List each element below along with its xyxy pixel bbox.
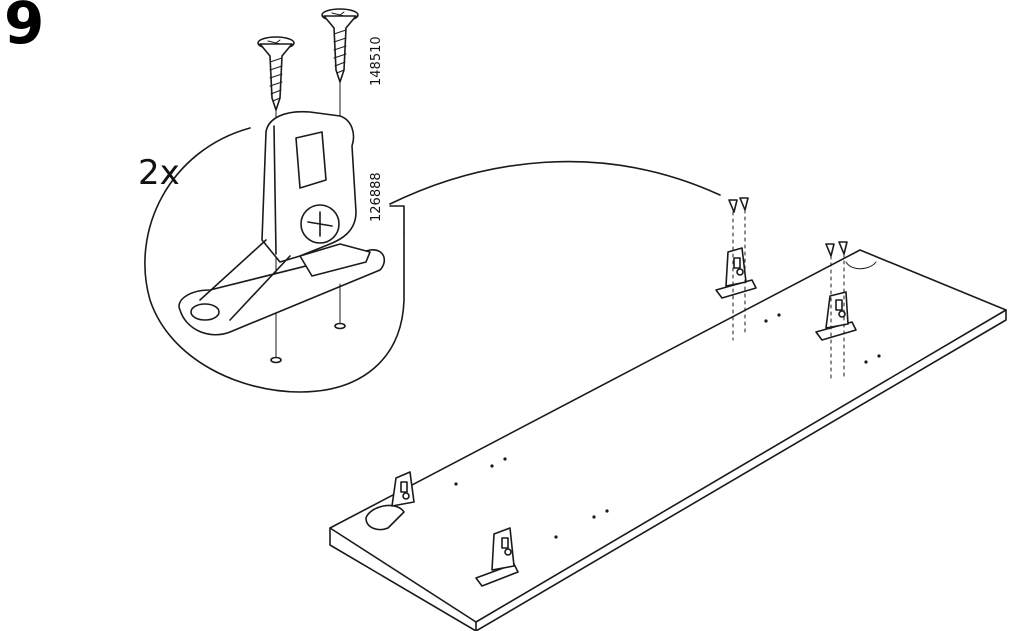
shelf-panel (329, 249, 1007, 631)
large-screw-right (321, 8, 359, 131)
quantity-label: 2x (138, 153, 180, 193)
small-bracket-back-left (715, 247, 757, 299)
bracket-part-code: 126888 (369, 172, 384, 222)
small-screws-back-left (728, 197, 749, 341)
pilot-hole (270, 356, 282, 364)
screw-part-code: 148510 (369, 36, 384, 86)
pilot-hole (334, 322, 346, 330)
detail-callout-circle (144, 127, 405, 393)
small-bracket-front-left (365, 471, 415, 531)
callout-leader-line (389, 160, 721, 205)
panel-holes (454, 313, 881, 539)
small-screws-back-right (825, 241, 848, 383)
step-number: 9 (4, 0, 45, 57)
small-bracket-front-center (475, 527, 519, 587)
large-bracket (178, 110, 386, 336)
